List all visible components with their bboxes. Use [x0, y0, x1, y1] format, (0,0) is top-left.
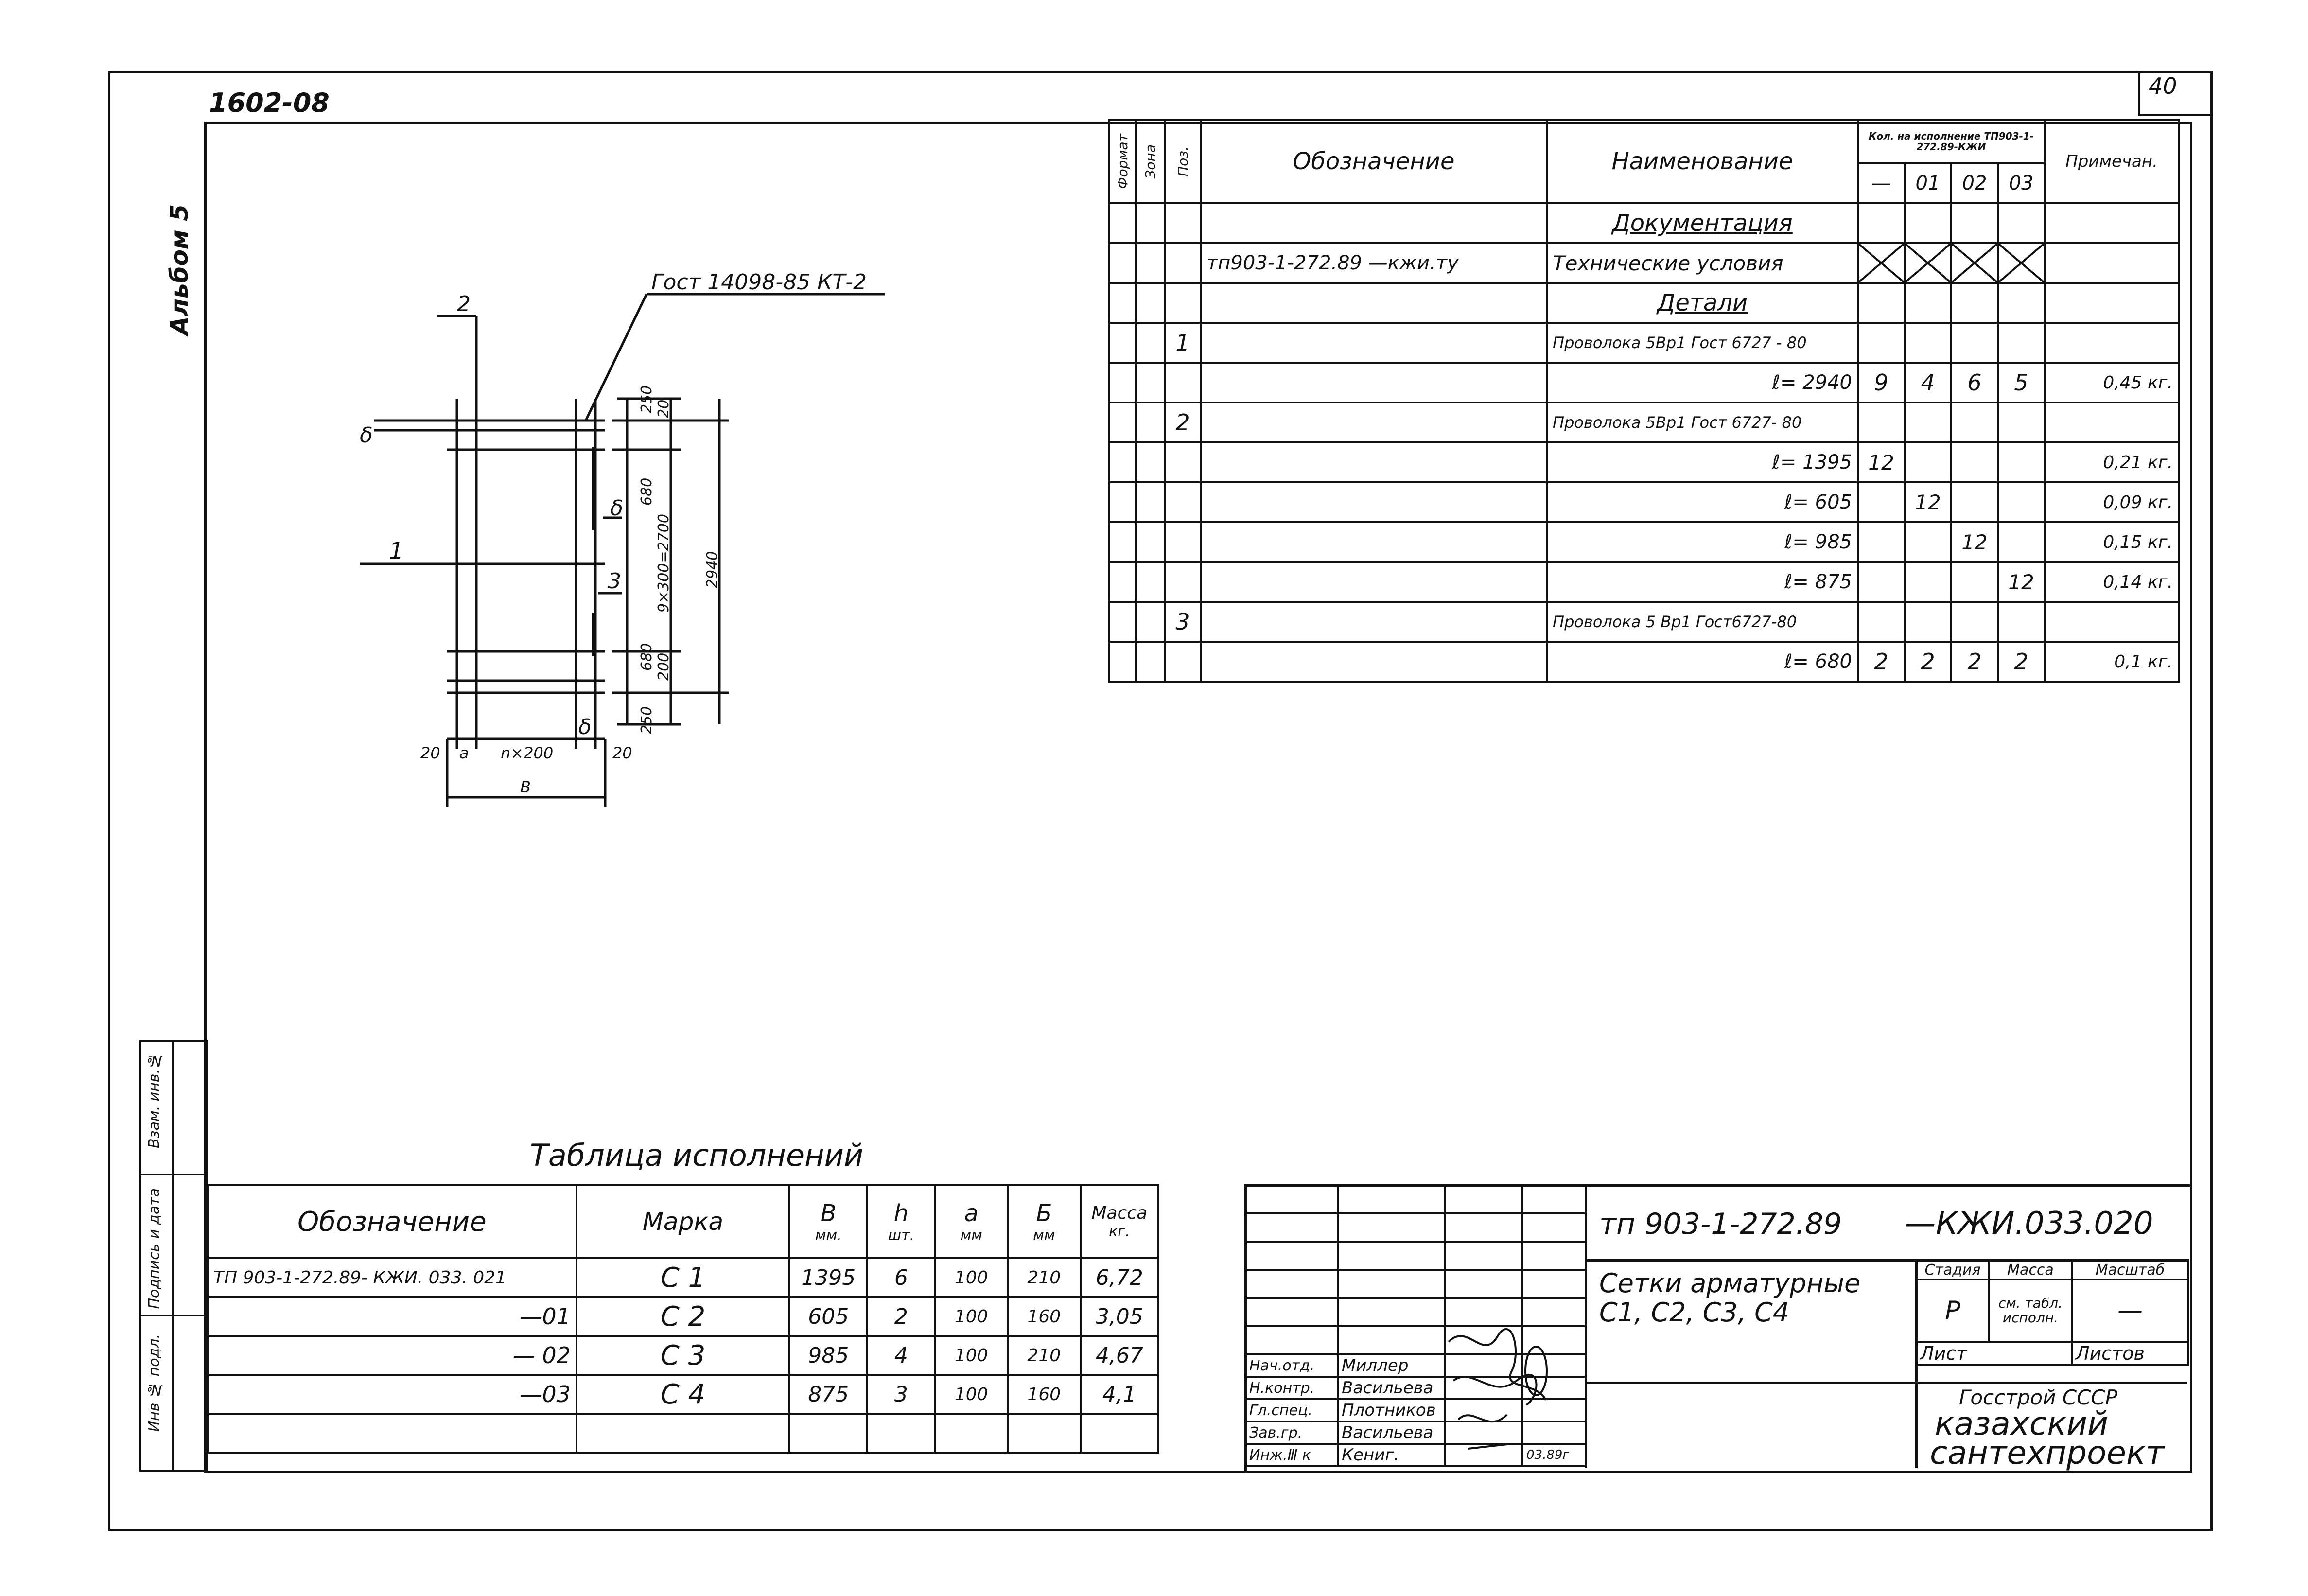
col-designation: Обозначение — [1200, 119, 1548, 204]
side-strip-replace-inv: Взам. инв.№ — [146, 1052, 163, 1148]
drawing-title: Сетки арматурные С1, С2, С3, С4 — [1599, 1268, 1861, 1328]
col-zone: Зона — [1142, 144, 1158, 179]
col-qty-2: 02 — [1950, 162, 1999, 204]
spec-row: 2 Проволока 5Вр1 Гост 6727- 80 — [1108, 402, 2180, 443]
col-qty-0: — — [1857, 162, 1906, 204]
dim-v: 250 — [638, 706, 655, 734]
dim-v: 9×300=2700 — [655, 514, 672, 613]
cross-cell — [1996, 242, 2046, 284]
exec-col-a: a — [964, 1199, 979, 1227]
exec-col-b: В — [820, 1199, 837, 1227]
outer-border — [108, 71, 2213, 1531]
stage-mass-scale: Стадия Масса Масштаб Р см. табл. исполн.… — [1915, 1259, 2189, 1366]
mass-label: Масса — [1988, 1259, 2073, 1280]
signature-row: Нач.отд.Миллер — [1244, 1353, 1587, 1378]
spec-row: Детали — [1108, 282, 2180, 324]
signature-row: Гл.спец.Плотников — [1244, 1398, 1587, 1422]
side-strip-inv-number: Инв № подл. — [146, 1334, 163, 1432]
tech-conditions-designation: тп903-1-272.89 —кжи.ту — [1200, 242, 1548, 284]
dim-v: 680 — [638, 643, 655, 671]
cross-cell — [1904, 242, 1952, 284]
sheets-label: Листов — [2071, 1341, 2189, 1366]
archive-code: 1602-08 — [209, 88, 330, 118]
scale-value: — — [2071, 1279, 2189, 1343]
pos-label-1: 1 — [389, 538, 404, 565]
dim-v2: 20 — [655, 400, 672, 418]
dim-h: 20 — [612, 744, 632, 762]
col-qty-3: 03 — [1996, 162, 2046, 204]
weld-mark: δ — [360, 423, 373, 448]
specification-table: Формат Зона Поз. Обозначение Наименовани… — [1108, 119, 2180, 683]
document-code-suffix: —КЖИ.033.020 — [1905, 1206, 2153, 1242]
spec-row: тп903-1-272.89 —кжи.ту Технические услов… — [1108, 242, 2180, 284]
dim-width: B — [520, 778, 531, 796]
signature-scribbles — [1448, 1328, 1548, 1450]
spec-row: ℓ= 605 12 0,09 кг. — [1108, 481, 2180, 523]
org-name-2: сантехпроект — [1930, 1434, 2165, 1472]
mass-value: см. табл. исполн. — [1988, 1279, 2073, 1343]
exec-col-mark: Марка — [575, 1184, 791, 1259]
stamp-date: 03.89г — [1521, 1443, 1587, 1467]
org-name-1: казахский — [1935, 1405, 2108, 1442]
document-code: тп 903-1-272.89 —КЖИ.033.020 — [1599, 1206, 2153, 1242]
side-strip-signature-date: Подпись и дата — [146, 1188, 163, 1309]
stage-label: Стадия — [1915, 1259, 1990, 1280]
spec-row: Документация — [1108, 202, 2180, 244]
sheet-label: Лист — [1915, 1341, 2073, 1366]
spec-row: 1 Проволока 5Вр1 Гост 6727 - 80 — [1108, 322, 2180, 364]
mesh-drawing: Гост 14098-85 КТ-2 2 1 3 δ δ δ 250 680 9… — [360, 270, 885, 807]
signature-row: Зав.гр.Васильева — [1244, 1421, 1587, 1445]
weld-mark: δ — [610, 496, 623, 521]
dim-v: 250 — [638, 386, 655, 413]
dim-h: 20 — [420, 744, 440, 762]
pos-label-3: 3 — [608, 569, 621, 594]
album-label: Альбом 5 — [165, 204, 193, 335]
exec-col-mass: Масса — [1091, 1203, 1148, 1223]
col-name: Наименование — [1546, 119, 1859, 204]
gost-label: Гост 14098-85 КТ-2 — [651, 270, 867, 295]
cross-cell — [1857, 242, 1906, 284]
pos-label-2: 2 — [457, 292, 471, 316]
col-qty-title: Кол. на исполнение ТП903-1-272.89-КЖИ — [1856, 119, 2046, 164]
exec-col-h: h — [893, 1199, 909, 1227]
scale-label: Масштаб — [2071, 1259, 2189, 1280]
dim-h: a — [459, 744, 469, 762]
spec-row: ℓ= 985 12 0,15 кг. — [1108, 521, 2180, 563]
exec-table-title: Таблица исполнений — [530, 1138, 864, 1173]
org-ministry: Госстрой СССР — [1959, 1386, 2118, 1409]
title-block-divider-h1 — [1585, 1259, 2187, 1262]
col-qty-1: 01 — [1904, 162, 1952, 204]
col-pos: Поз. — [1174, 146, 1191, 176]
dim-h: n×200 — [501, 744, 553, 762]
spec-row: ℓ= 875 12 0,14 кг. — [1108, 561, 2180, 603]
section-details: Детали — [1546, 282, 1859, 324]
exec-col-designation: Обозначение — [207, 1184, 577, 1259]
weld-mark: δ — [578, 715, 592, 739]
title-block-divider-h2 — [1585, 1382, 2187, 1384]
side-strip: Взам. инв.№ Подпись и дата Инв № подл. — [139, 1040, 208, 1472]
dim-total: 2940 — [704, 551, 721, 588]
sheet-number-box — [2138, 71, 2210, 116]
cross-cell — [1950, 242, 1999, 284]
dim-v: 680 — [638, 478, 655, 506]
stage-value: Р — [1915, 1279, 1990, 1343]
exec-col-b2: Б — [1036, 1199, 1052, 1227]
title-block-divider-v — [1585, 1184, 1587, 1468]
spec-row: 3 Проволока 5 Вр1 Гост6727-80 — [1108, 601, 2180, 643]
sheet-number: 40 — [2149, 73, 2177, 99]
section-documentation: Документация — [1546, 202, 1859, 244]
spec-row: ℓ= 1395 12 0,21 кг. — [1108, 441, 2180, 483]
col-format: Формат — [1114, 134, 1131, 189]
col-note: Примечан. — [2044, 119, 2180, 204]
dim-v2: 200 — [655, 653, 672, 681]
